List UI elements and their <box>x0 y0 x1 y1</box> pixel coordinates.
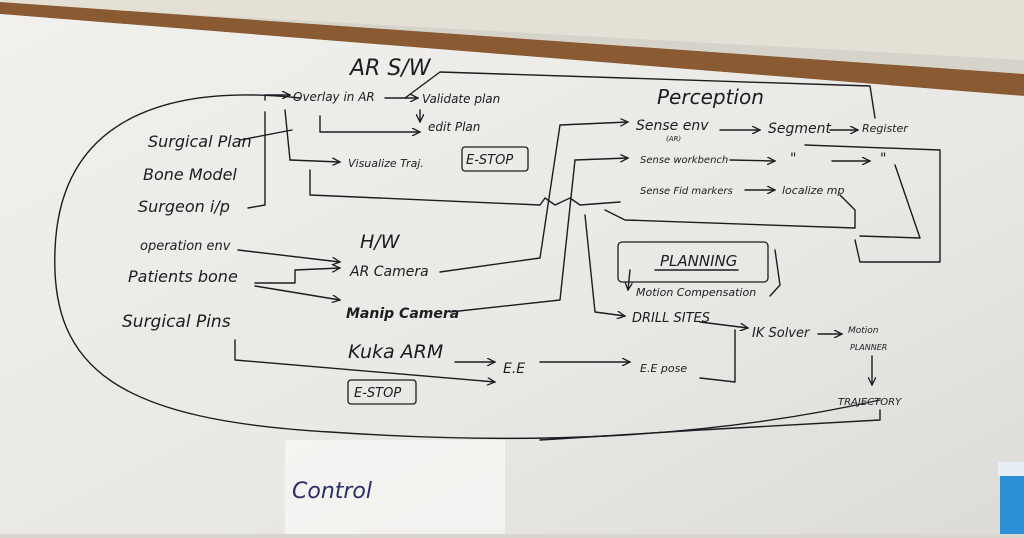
ar-feedback-line <box>309 169 621 206</box>
perception-to-drill <box>584 214 625 316</box>
bone-to-manipcam <box>254 285 340 300</box>
sense-workbench: Sense workbench <box>640 155 728 166</box>
perception-heading: Perception <box>657 85 764 109</box>
to-visualize <box>289 160 340 162</box>
planning-to-motion-comp <box>628 269 630 290</box>
visualize-traj: Visualize Traj. <box>348 157 424 170</box>
segment: Segment <box>768 121 832 137</box>
estop-ar-box <box>461 146 529 172</box>
surgeon-line <box>247 111 266 209</box>
ditto-2: " <box>880 151 886 167</box>
kuka-arm: Kuka ARM <box>348 341 443 363</box>
surgeon-ip: Surgeon i/p <box>138 197 230 216</box>
arcam-to-sense-env <box>439 122 628 273</box>
ditto-1: " <box>790 151 796 167</box>
workbench-to-planning <box>859 164 921 239</box>
localize-mp: localize mp <box>782 184 844 197</box>
register-to-planning <box>804 144 941 263</box>
end-effector: E.E <box>503 361 525 377</box>
register-back-to-ar <box>404 71 876 119</box>
ar-sw-heading: AR S/W <box>348 56 432 81</box>
control-label: Control <box>292 479 372 504</box>
pins-to-ee <box>234 339 495 382</box>
eepose-to-ik <box>699 329 736 383</box>
estop-hw-box <box>347 379 417 405</box>
sense-env: Sense env <box>636 118 709 134</box>
motion-comp-loop <box>769 249 781 297</box>
localize-line <box>604 194 856 229</box>
env-to-arcam <box>237 249 340 262</box>
surgical-plan: Surgical Plan <box>148 132 252 151</box>
drill-to-ik <box>699 321 748 328</box>
motion-planner-1: Motion <box>848 326 879 336</box>
register: Register <box>862 122 909 135</box>
planning-heading: PLANNING <box>660 252 737 270</box>
ee-pose: E.E pose <box>640 362 687 375</box>
manipcam-to-workbench <box>449 158 628 313</box>
bone-model: Bone Model <box>143 165 237 184</box>
marker-pen <box>1000 468 1024 534</box>
manip-camera: Manip Camera <box>346 306 459 322</box>
ik-solver: IK Solver <box>752 326 811 341</box>
hw-heading: H/W <box>360 231 401 253</box>
overlay-in-ar: Overlay in AR <box>293 90 375 104</box>
bone-to-arcam <box>254 268 340 284</box>
trajectory: TRAJECTORY <box>838 397 902 408</box>
drill-sites: DRILL SITES <box>632 311 710 326</box>
validate-plan: Validate plan <box>422 92 500 106</box>
ar-camera: AR Camera <box>349 264 429 280</box>
wall-top <box>0 0 1024 60</box>
estop-ar: E-STOP <box>466 153 513 168</box>
plan-line <box>239 129 293 141</box>
patients-bone: Patients bone <box>128 267 238 286</box>
inputs-down <box>284 109 291 161</box>
glare <box>285 440 505 534</box>
trajectory-feedback <box>539 409 881 441</box>
planning-box <box>617 241 769 283</box>
motion-planner-2: PLANNER <box>850 343 887 352</box>
wood-frame <box>0 2 1024 96</box>
workbench-arrow <box>729 160 775 161</box>
motion-compensation: Motion Compensation <box>636 286 756 299</box>
operation-env: operation env <box>140 239 231 254</box>
inputs-to-overlay <box>264 95 290 101</box>
board-surface <box>0 14 1024 534</box>
edit-plan: edit Plan <box>428 120 480 134</box>
sense-fid-markers: Sense Fid markers <box>640 186 733 197</box>
sense-env-sub: (AR) <box>666 135 681 143</box>
surgical-pins: Surgical Pins <box>122 312 231 332</box>
overlay-to-edit <box>319 115 420 132</box>
estop-hw: E-STOP <box>354 386 401 401</box>
marker-cap <box>998 462 1024 476</box>
